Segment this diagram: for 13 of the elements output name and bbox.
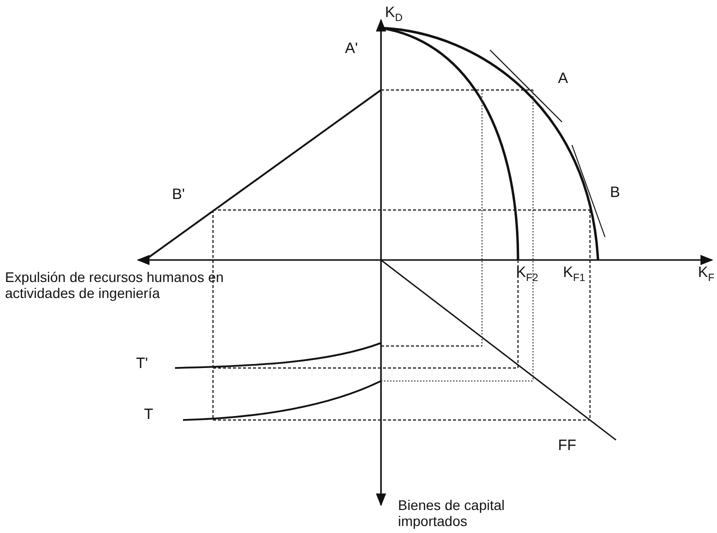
axis-label: B' [172, 186, 185, 204]
axis-label: K$_{F}$ [698, 264, 714, 284]
axis-label: A [558, 70, 568, 88]
axis-label: Bienes de capital importados [398, 497, 506, 530]
axis-label: A' [345, 40, 358, 58]
axis-label: T [144, 406, 154, 424]
axis-label: FF [558, 437, 576, 454]
axis-label: K$_{F1}$ [563, 264, 586, 284]
axis-label: K$_{D}$ [385, 4, 403, 24]
axis-label: K$_{F2}$ [516, 264, 538, 284]
axis-label: T' [136, 355, 148, 372]
axis-label: B [610, 184, 620, 202]
axis-label: Expulsión de recursos humanos en actividades de ingeniería [5, 269, 225, 302]
